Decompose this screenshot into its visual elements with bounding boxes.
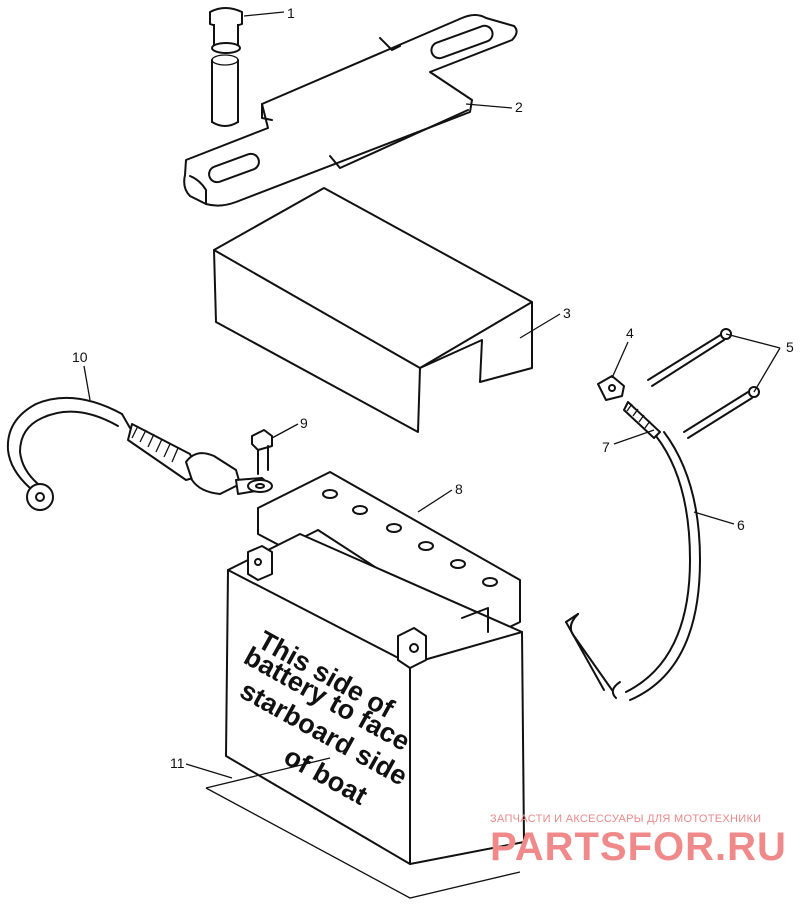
callout-10: 10 <box>72 349 88 365</box>
callout-6: 6 <box>737 517 745 533</box>
callout-9: 9 <box>300 415 308 431</box>
callout-1: 1 <box>287 5 295 21</box>
callout-5: 5 <box>786 339 794 355</box>
callout-3: 3 <box>563 305 571 321</box>
vent-nipple <box>623 401 661 439</box>
callout-4: 4 <box>626 325 634 341</box>
vent-fitting <box>597 375 625 401</box>
watermark-tagline: ЗАПЧАСТИ И АКСЕССУАРЫ ДЛЯ МОТОТЕХНИКИ <box>490 813 761 825</box>
callout-8: 8 <box>455 481 463 497</box>
battery-cable <box>6 396 267 511</box>
watermark: ЗАПЧАСТИ И АКСЕССУАРЫ ДЛЯ МОТОТЕХНИКИ PA… <box>490 813 787 869</box>
callout-2: 2 <box>515 99 523 115</box>
leader-lines <box>83 11 781 779</box>
callout-7: 7 <box>602 439 610 455</box>
hold-down-bracket <box>183 14 518 207</box>
terminal-bolt <box>247 429 273 493</box>
vent-tube <box>565 431 701 701</box>
watermark-brand: PARTSFOR.RU <box>490 825 787 869</box>
callout-11: 11 <box>170 755 185 771</box>
battery-footprint-outline <box>205 757 521 899</box>
terminal-cover <box>213 187 533 433</box>
callouts: 1 2 3 4 5 6 7 8 9 10 11 <box>72 5 794 771</box>
hold-down-bolt <box>209 7 243 127</box>
battery: This side of battery to face starboard s… <box>225 471 525 865</box>
screws <box>647 328 760 439</box>
